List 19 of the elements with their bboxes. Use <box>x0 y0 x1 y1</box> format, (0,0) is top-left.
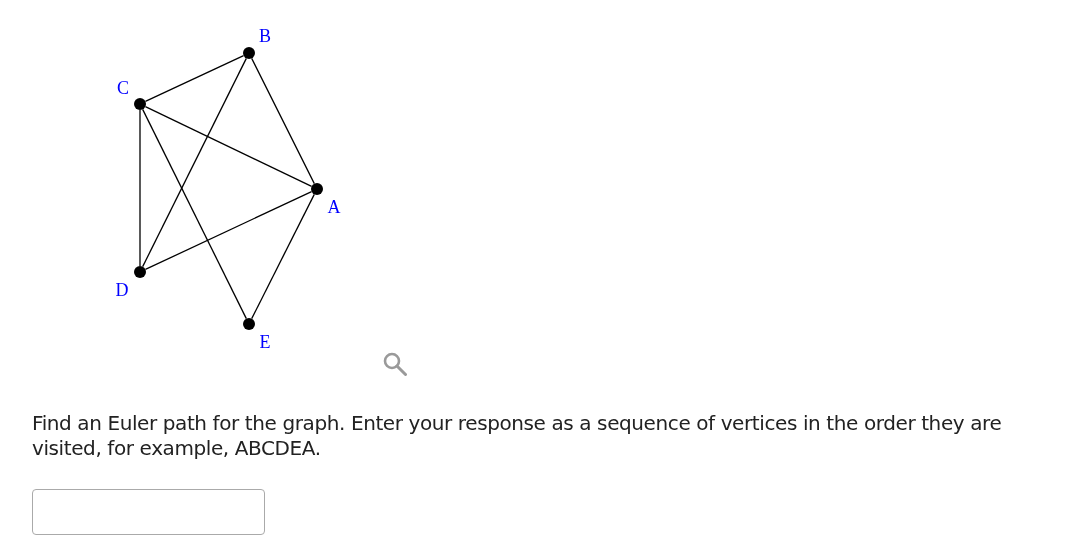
graph-edge <box>142 57 247 268</box>
graph-edge <box>139 109 141 267</box>
vertex-dot <box>134 98 146 110</box>
graph-edge <box>251 57 315 185</box>
graph-edge <box>144 54 245 103</box>
graph-edge <box>142 108 247 320</box>
vertex-dot <box>134 266 146 278</box>
graph-edge <box>144 105 313 188</box>
vertex-label: C <box>117 79 129 97</box>
graph-edge <box>144 190 313 271</box>
vertex-label: D <box>115 281 129 299</box>
graph-edge <box>251 193 315 320</box>
vertex-dot <box>243 47 255 59</box>
vertex-label: A <box>327 198 341 216</box>
vertex-label: E <box>259 333 271 351</box>
question-text: Find an Euler path for the graph. Enter your response as a sequence of vertices in the order they are visited, for example, ABCDEA. <box>32 411 1003 461</box>
vertex-label: B <box>259 27 271 45</box>
vertex-dot <box>243 318 255 330</box>
vertex-dot <box>311 183 323 195</box>
